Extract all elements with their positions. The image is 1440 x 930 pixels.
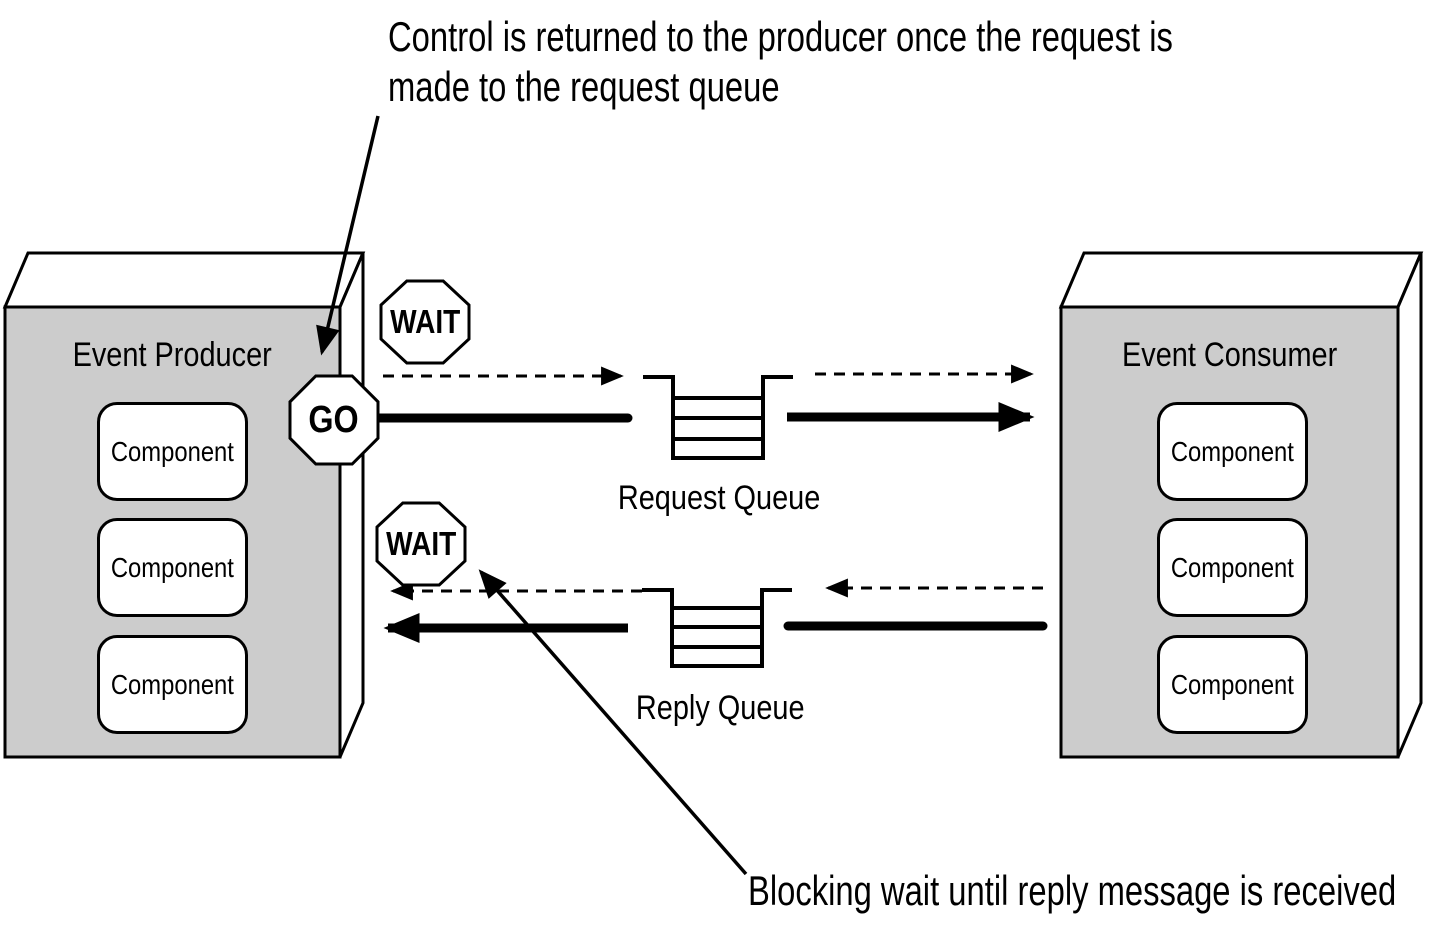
- wait-badge-bottom: WAIT: [385, 525, 457, 562]
- consumer-component-2: Component: [1157, 518, 1308, 617]
- wait-octagon-top: [379, 279, 471, 365]
- consumer-component-1: Component: [1157, 402, 1308, 501]
- consumer-box-side-face: [1396, 252, 1423, 758]
- event-consumer-title: Event Consumer: [1121, 336, 1338, 374]
- reply-queue-label: Reply Queue: [635, 689, 805, 727]
- top-annotation-line2: made to the request queue: [388, 63, 780, 110]
- consumer-box-top-face: [1058, 251, 1424, 309]
- request-queue-label: Request Queue: [617, 479, 821, 517]
- producer-box-top-face: [2, 251, 366, 309]
- top-annotation-arrow: [316, 115, 380, 356]
- producer-component-3: Component: [97, 635, 248, 734]
- reply-queue-icon: [642, 588, 792, 668]
- consumer-component-3: Component: [1157, 635, 1308, 734]
- top-annotation-line1: Control is returned to the producer once…: [388, 13, 1173, 60]
- wait-octagon-bottom: [375, 501, 467, 587]
- producer-box-side-face: [338, 252, 365, 758]
- bottom-annotation-arrow: [478, 569, 748, 876]
- go-octagon: [288, 374, 380, 466]
- request-queue-icon: [643, 375, 793, 460]
- producer-component-1: Component: [97, 402, 248, 501]
- go-badge: GO: [308, 398, 360, 441]
- event-producer-title: Event Producer: [72, 336, 273, 374]
- top-annotation: Control is returned to the producer once…: [388, 12, 1173, 112]
- bottom-annotation: Blocking wait until reply message is rec…: [748, 867, 1397, 914]
- wait-badge-top: WAIT: [389, 303, 461, 340]
- producer-component-2: Component: [97, 518, 248, 617]
